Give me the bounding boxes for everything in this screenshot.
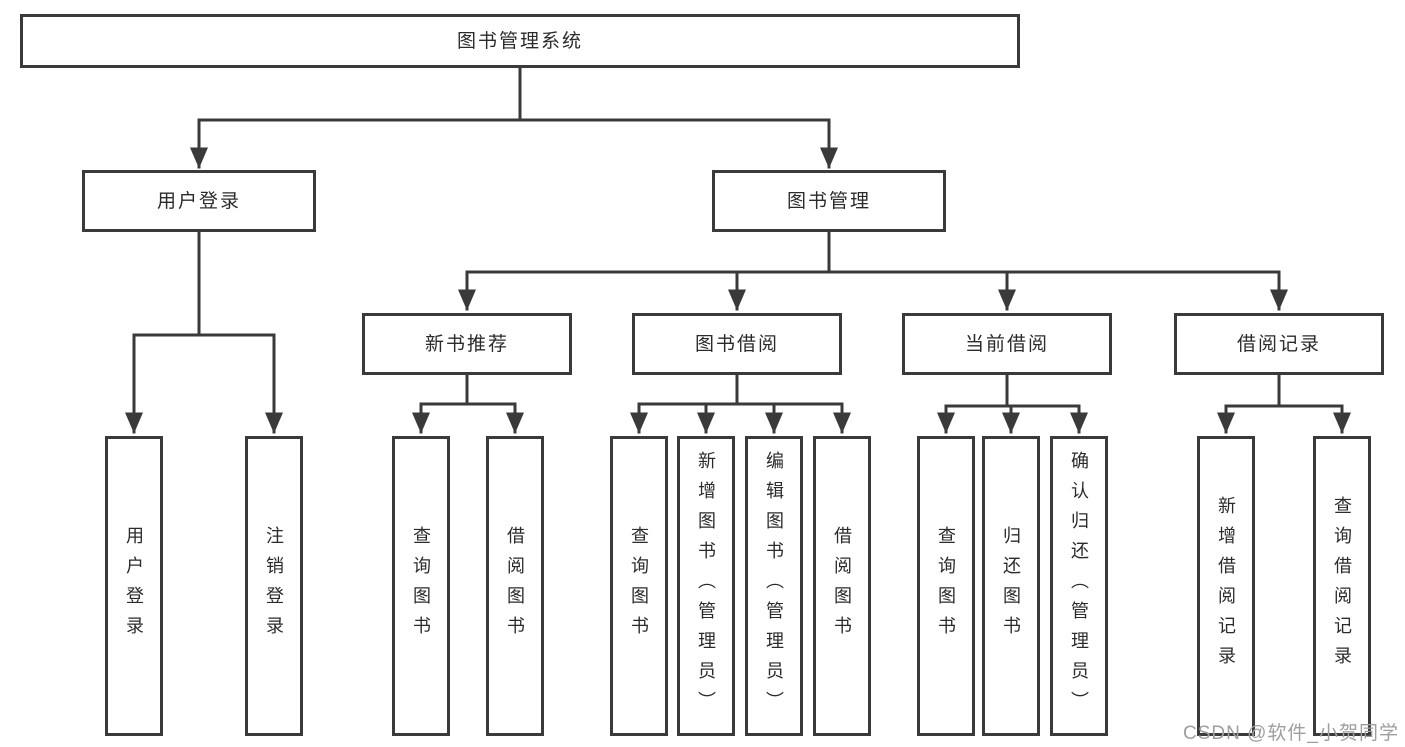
leaf-nbr-query-books: 查询图书 bbox=[392, 436, 450, 736]
leaf-bb-borrow-books: 借阅图书 bbox=[813, 436, 871, 736]
leaf-br-query-borrow-record: 查询借阅记录 bbox=[1313, 436, 1371, 736]
node-book-management: 图书管理 bbox=[712, 170, 946, 232]
connector-current-borrow-rail bbox=[944, 371, 1081, 408]
leaf-nbr-borrow-books: 借阅图书 bbox=[486, 436, 544, 736]
leaf-bb-add-books-admin: 新增图书（管理员） bbox=[677, 436, 735, 736]
leaf-br-add-borrow-record: 新增借阅记录 bbox=[1197, 436, 1255, 736]
leaf-cb-return-books: 归还图书 bbox=[982, 436, 1040, 736]
node-library-system: 图书管理系统 bbox=[20, 14, 1020, 68]
leaf-cb-confirm-return-admin: 确认归还（管理员） bbox=[1050, 436, 1108, 736]
node-book-borrowing: 图书借阅 bbox=[632, 313, 842, 375]
leaf-cb-query-books: 查询图书 bbox=[917, 436, 975, 736]
connector-borrow-records-rail bbox=[1224, 371, 1344, 408]
connector-new-book-rec-rail bbox=[419, 371, 517, 406]
node-current-borrowing: 当前借阅 bbox=[902, 313, 1112, 375]
node-new-book-recommendation: 新书推荐 bbox=[362, 313, 572, 375]
connector-root-rail bbox=[197, 64, 831, 122]
connector-book-borrow-rail bbox=[637, 371, 844, 406]
node-user-login: 用户登录 bbox=[82, 170, 316, 232]
connector-user-login-rail bbox=[132, 228, 276, 337]
connector-book-mgmt-rail bbox=[465, 228, 1281, 274]
csdn-watermark: CSDN @软件_小贺同学 bbox=[1183, 723, 1399, 744]
leaf-logout: 注销登录 bbox=[245, 436, 303, 736]
leaf-bb-edit-books-admin: 编辑图书（管理员） bbox=[745, 436, 803, 736]
node-borrowing-records: 借阅记录 bbox=[1174, 313, 1384, 375]
leaf-bb-query-books: 查询图书 bbox=[610, 436, 668, 736]
leaf-user-login: 用户登录 bbox=[105, 436, 163, 736]
